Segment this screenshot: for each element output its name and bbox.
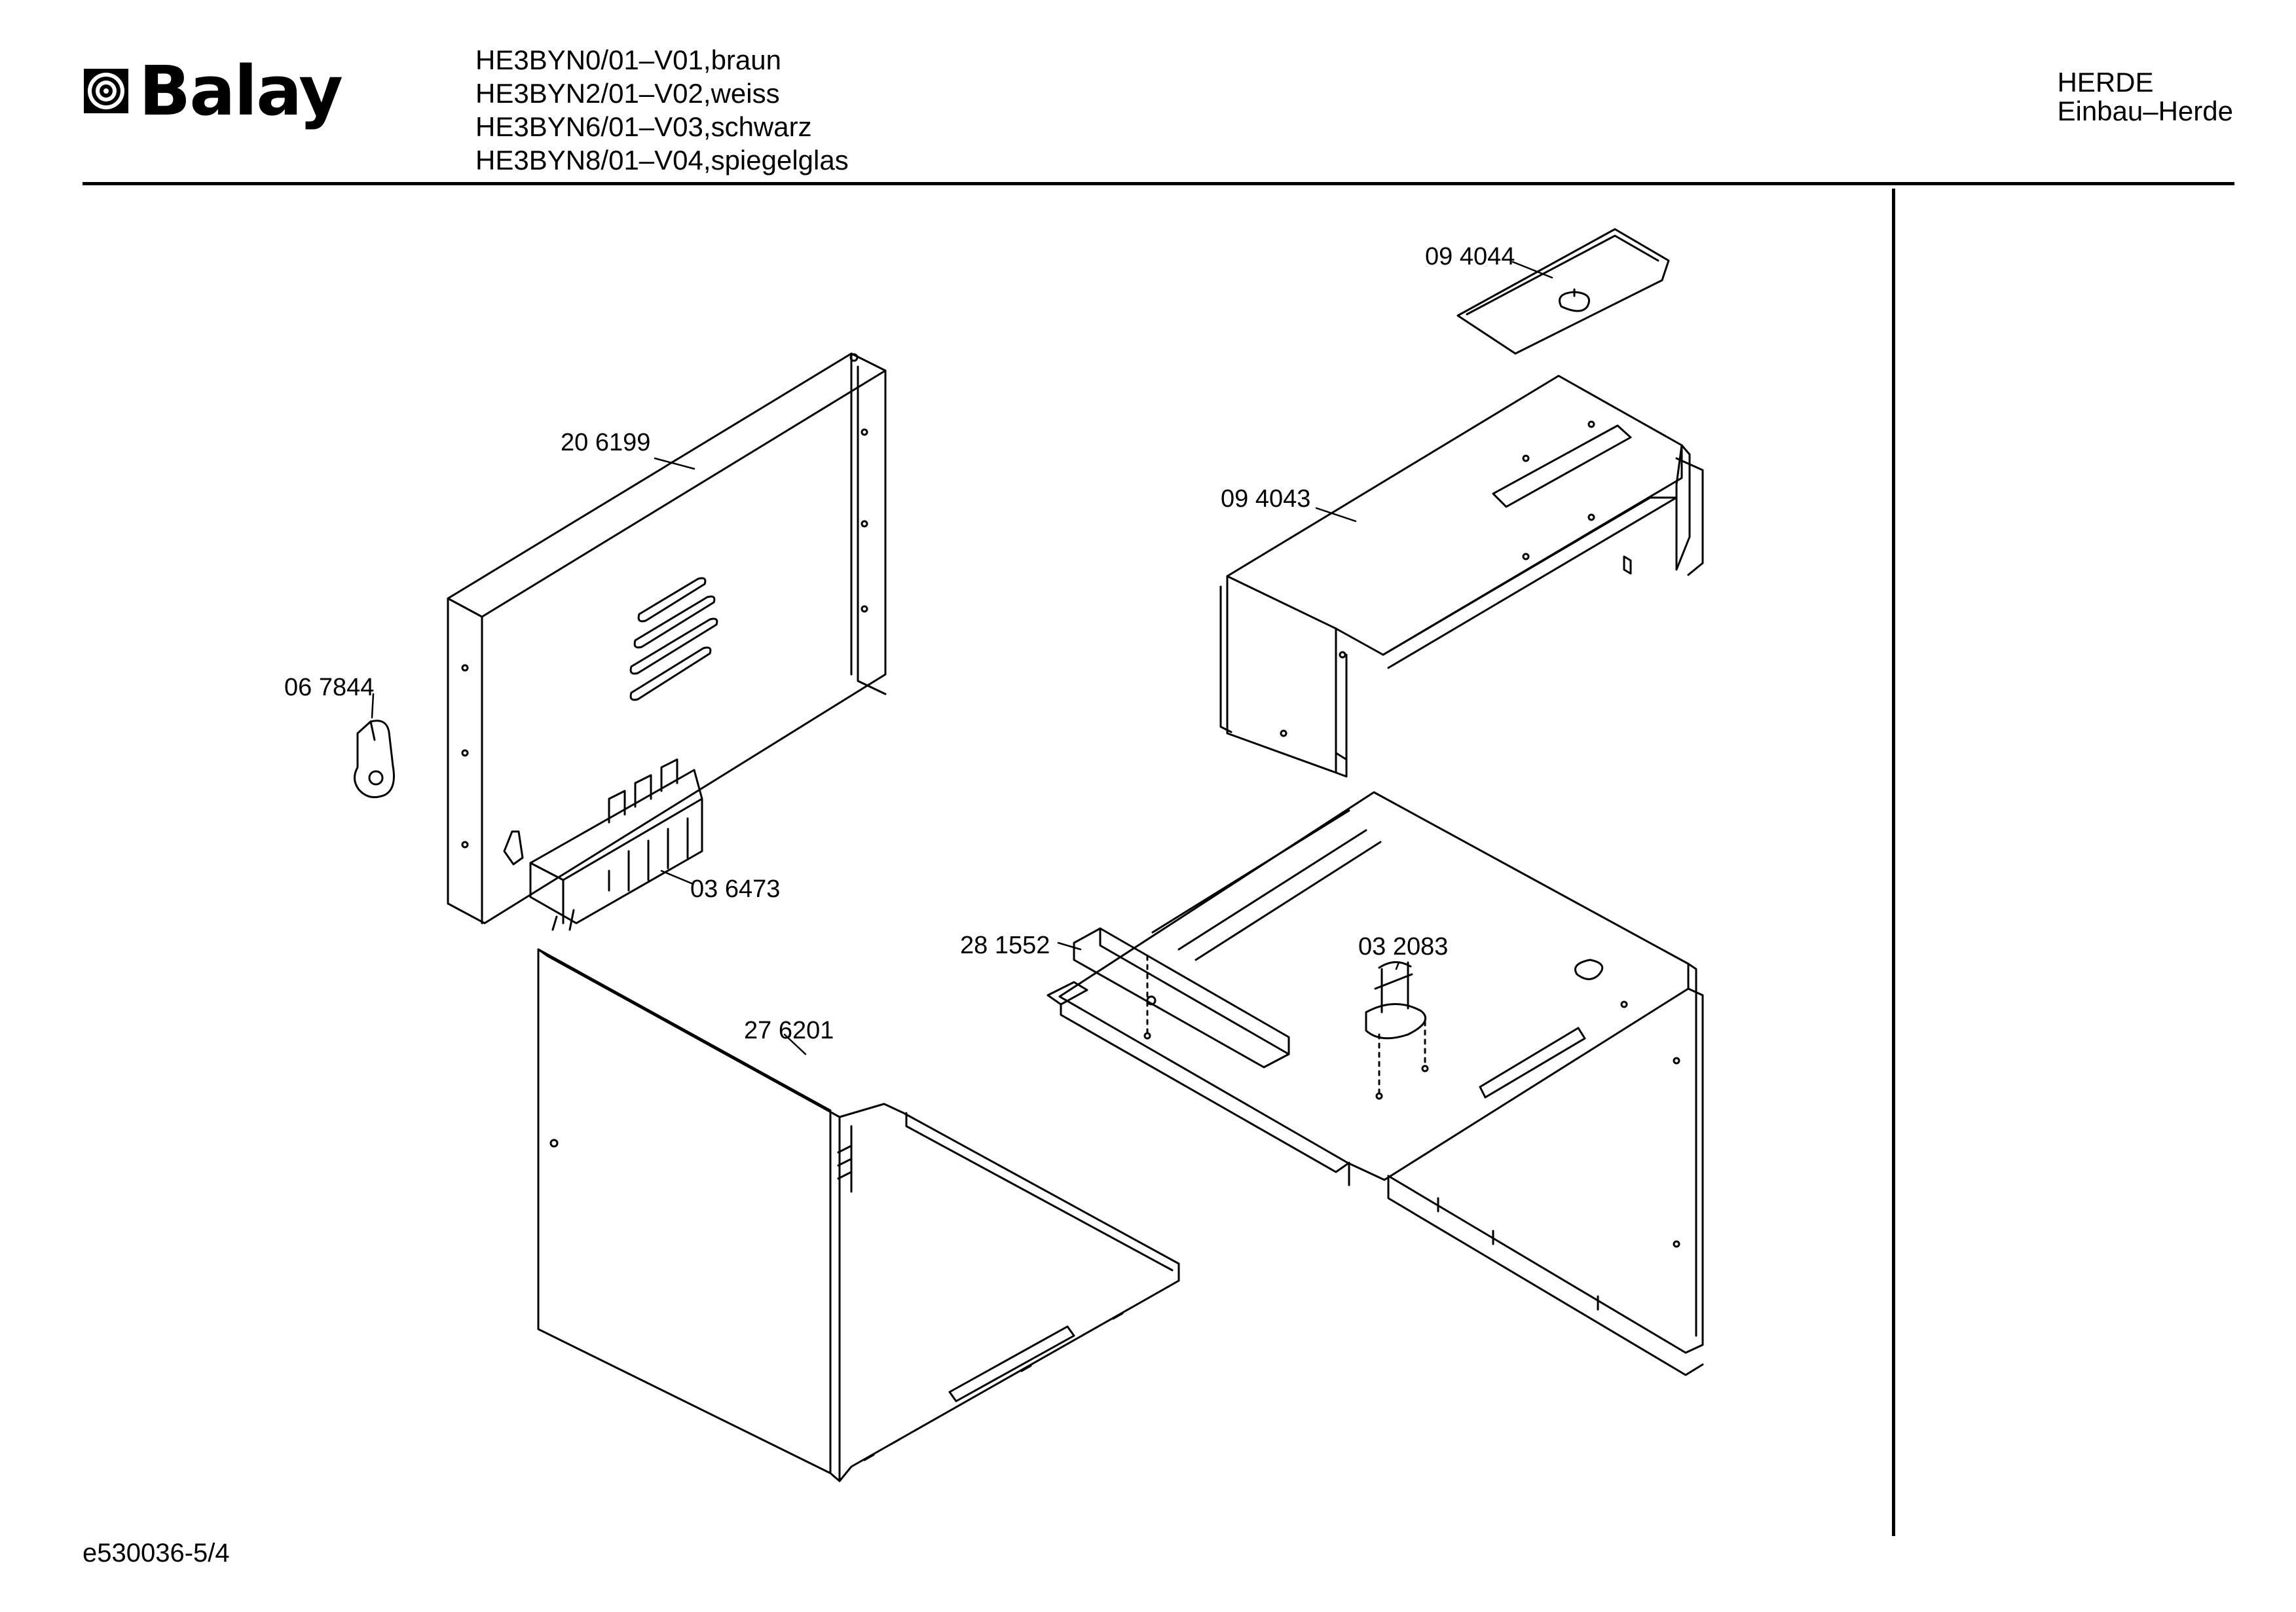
part-label-281552: 28 1552 <box>960 932 1050 959</box>
brand-name: Balay <box>139 51 343 131</box>
part-label-032083: 03 2083 <box>1358 933 1449 961</box>
leader-lines <box>371 261 1553 1055</box>
model-line: HE3BYN0/01–V01,braun <box>475 45 781 75</box>
oven-base-body[interactable] <box>1058 791 1704 1376</box>
header-divider <box>83 182 2234 185</box>
side-divider <box>1892 189 1895 1536</box>
part-067844-bracket[interactable] <box>354 720 395 799</box>
part-094043-hood[interactable] <box>1219 375 1704 778</box>
brand-logo: Balay <box>83 51 343 131</box>
category-title: HERDE <box>2057 67 2154 98</box>
model-line: HE3BYN8/01–V04,spiegelglas <box>475 145 849 175</box>
part-281552-rail[interactable] <box>1046 927 1350 1173</box>
balay-spiral-icon <box>84 69 128 113</box>
part-label-094043: 09 4043 <box>1221 485 1311 513</box>
part-276201-side-wall[interactable] <box>537 948 1180 1482</box>
part-label-094044: 09 4044 <box>1425 243 1515 270</box>
part-label-206199: 20 6199 <box>561 429 651 456</box>
part-label-067844: 06 7844 <box>284 674 375 701</box>
drawing-code: e530036-5/4 <box>83 1539 230 1567</box>
subcategory-title: Einbau–Herde <box>2057 96 2233 126</box>
model-line: HE3BYN2/01–V02,weiss <box>475 78 780 109</box>
category-block: HERDE Einbau–Herde <box>2057 68 2233 126</box>
part-label-036473: 03 6473 <box>690 875 781 903</box>
part-206199-panel-frame[interactable] <box>447 352 887 925</box>
part-036473-switch-block[interactable] <box>503 758 703 931</box>
part-label-276201: 27 6201 <box>744 1017 834 1044</box>
part-094044-cover-plate[interactable] <box>1456 228 1670 355</box>
part-032083-thermostat[interactable] <box>1365 961 1429 1100</box>
model-line: HE3BYN6/01–V03,schwarz <box>475 111 812 142</box>
model-list: HE3BYN0/01–V01,braun HE3BYN2/01–V02,weis… <box>475 43 849 177</box>
